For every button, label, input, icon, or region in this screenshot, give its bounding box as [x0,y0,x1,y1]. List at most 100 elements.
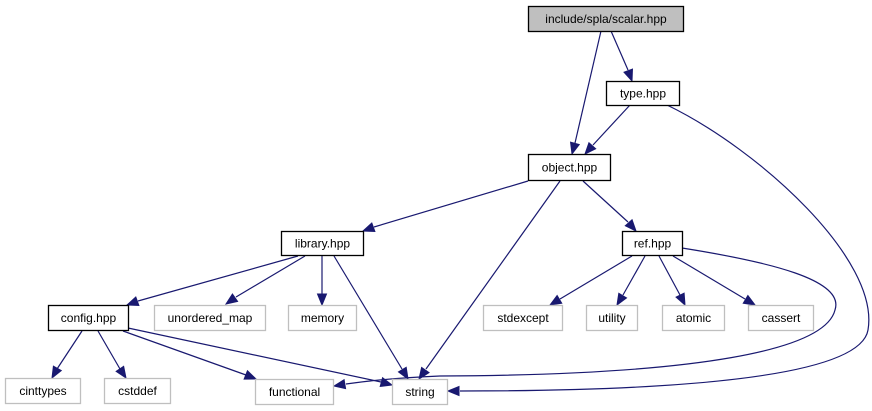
arrow-head-icon [584,141,597,155]
node-config[interactable]: config.hpp [47,304,130,332]
arrow-head-icon [316,293,328,307]
node-box [254,378,335,406]
node-library[interactable]: library.hpp [280,230,365,257]
edge-config-to-functional [122,330,258,380]
node-label: ref.hpp [634,237,672,251]
node-label: cstddef [118,384,157,398]
node-label: unordered_map [168,311,253,325]
node-atomic: atomic [661,304,726,332]
node-box [103,377,172,405]
node-box [527,5,685,33]
arrow-head-icon [446,385,460,397]
arrow-head-icon [224,293,239,305]
arrow-head-icon [51,365,63,380]
edge-line [582,180,629,223]
node-box [153,304,267,332]
edge-library-to-memory [316,256,328,307]
node-memory: memory [287,304,358,332]
node-label: atomic [676,311,711,325]
node-label: string [405,385,434,399]
edge-object-to-library [361,180,529,232]
edge-ref-to-functional [332,247,837,390]
node-box [280,230,365,257]
arrow-head-icon [624,218,637,232]
arrow-head-icon [125,296,140,306]
node-box [605,80,681,107]
arrow-head-icon [243,369,258,380]
edge-scalar-to-object [569,30,602,156]
edge-line [345,247,837,385]
edge-line [333,255,403,370]
edges-layer [51,30,870,397]
node-box [287,304,358,332]
node-ref[interactable]: ref.hpp [621,230,684,257]
arrow-head-icon [616,292,628,307]
node-label: memory [301,311,344,325]
edge-line [658,255,681,296]
edge-line [56,330,83,370]
edge-line [127,327,382,383]
edge-ref-to-stdexcept [548,255,633,306]
node-unordered-map: unordered_map [153,304,267,332]
node-label: cassert [762,311,801,325]
edge-library-to-config [125,255,299,306]
node-stdexcept: stdexcept [482,304,564,332]
arrow-head-icon [332,378,347,390]
edge-line [235,255,306,298]
node-cstddef: cstddef [103,377,172,405]
node-label: utility [598,311,625,325]
node-type[interactable]: type.hpp [605,80,681,107]
edge-ref-to-cassert [672,255,757,306]
node-box [527,153,612,182]
node-string: string [391,378,449,406]
arrow-head-icon [675,292,686,307]
edge-type-to-object [584,104,631,155]
node-box [4,377,82,405]
node-cinttypes: cinttypes [4,377,82,405]
node-box [47,304,130,332]
node-label: stdexcept [497,311,549,325]
node-label: cinttypes [19,384,66,398]
edge-object-to-string [418,180,561,381]
node-label: config.hpp [61,311,117,325]
edge-line [559,255,633,300]
node-box [482,304,564,332]
node-label: include/spla/scalar.hpp [545,12,667,26]
arrow-head-icon [623,68,633,83]
edge-line [373,180,529,228]
arrow-head-icon [742,294,757,306]
edge-line [425,180,561,370]
arrow-head-icon [115,365,127,380]
edge-line [97,330,121,370]
edge-type-to-string [446,104,870,397]
node-utility: utility [585,304,639,332]
edge-config-to-cinttypes [51,330,83,380]
node-label: library.hpp [295,237,350,251]
edge-line [122,330,247,376]
edge-library-to-string [333,255,409,381]
edge-ref-to-utility [616,255,646,307]
edge-scalar-to-type [610,30,633,83]
edge-line [574,30,602,144]
node-object[interactable]: object.hpp [527,153,612,182]
edge-object-to-ref [582,180,637,232]
node-functional: functional [254,378,335,406]
edge-ref-to-atomic [658,255,686,307]
edge-config-to-cstddef [97,330,127,380]
node-box [661,304,726,332]
node-label: type.hpp [620,87,666,101]
arrow-head-icon [418,366,430,381]
node-box [391,378,449,406]
node-scalar[interactable]: include/spla/scalar.hpp [527,5,685,33]
arrow-head-icon [361,222,376,232]
node-box [585,304,639,332]
node-box [747,304,815,332]
edge-line [459,104,870,392]
node-cassert: cassert [747,304,815,332]
node-label: functional [269,385,320,399]
edge-config-to-string [127,327,394,388]
arrow-head-icon [569,141,581,156]
arrow-head-icon [379,376,394,388]
edge-line [137,255,299,302]
